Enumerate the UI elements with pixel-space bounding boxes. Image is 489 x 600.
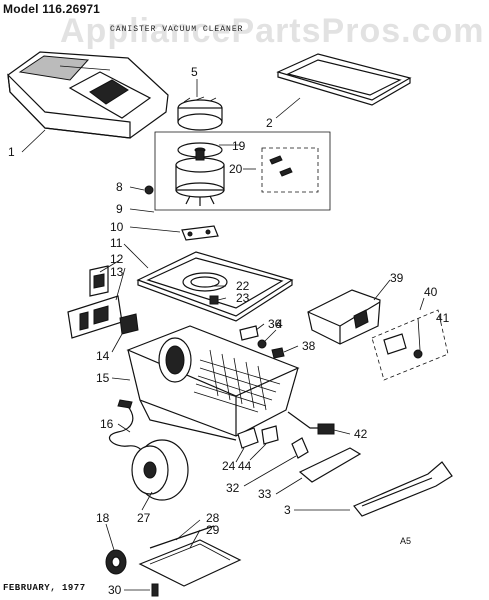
part-label-38: 38 [302,339,316,353]
part-19-motor [175,142,225,206]
model-title: Model 116.26971 [3,2,101,16]
part-label-33: 33 [258,487,272,501]
part-label-11: 11 [110,236,123,250]
part-label-39: 39 [390,271,404,285]
part-label-8: 8 [116,180,123,194]
part-39-latch [307,289,381,345]
part-label-30: 30 [108,583,122,597]
part-label-9: 9 [116,202,123,216]
part-5-filter [177,96,223,131]
part-label-10: 10 [110,220,124,234]
part-label-16: 16 [100,417,114,431]
part-label-12: 12 [110,252,124,266]
part-15-canister-body [126,325,300,441]
diagram-date: FEBRUARY, 1977 [3,583,86,593]
diagram-subtitle: CANISTER VACUUM CLEANER [110,25,244,34]
part-label-19: 19 [232,139,246,153]
part-1-top-cover [7,51,169,139]
part-label-20: 20 [229,162,243,176]
part-label-15: 15 [96,371,110,385]
part-label-14: 14 [96,349,110,363]
part-label-27: 27 [137,511,151,525]
part-label-22: 22 [236,279,250,293]
part-label-29: 29 [206,523,220,537]
part-label-3: 3 [284,503,291,517]
part-label-42: 42 [354,427,368,441]
part-label-18: 18 [96,511,110,525]
part-label-32: 32 [226,481,240,495]
part-2-frame [276,53,412,106]
part-27-cord-reel [131,439,189,501]
part-label-44: 44 [238,459,252,473]
part-label-36: 36 [268,317,282,331]
part-label-40: 40 [424,285,438,299]
diagram-code: A5 [400,536,412,546]
part-label-41: 41 [436,311,450,325]
part-label-4: 4 [276,317,283,331]
part-label-5: 5 [191,65,198,79]
part-label-1: 1 [8,145,15,159]
part-label-13: 13 [110,265,124,279]
part-label-23: 23 [236,291,250,305]
part-label-2: 2 [266,116,273,130]
part-label-28: 28 [206,511,220,525]
part-label-24: 24 [222,459,236,473]
watermark: AppliancePartsPros.com [60,12,485,50]
part-11-gasket [136,251,294,322]
